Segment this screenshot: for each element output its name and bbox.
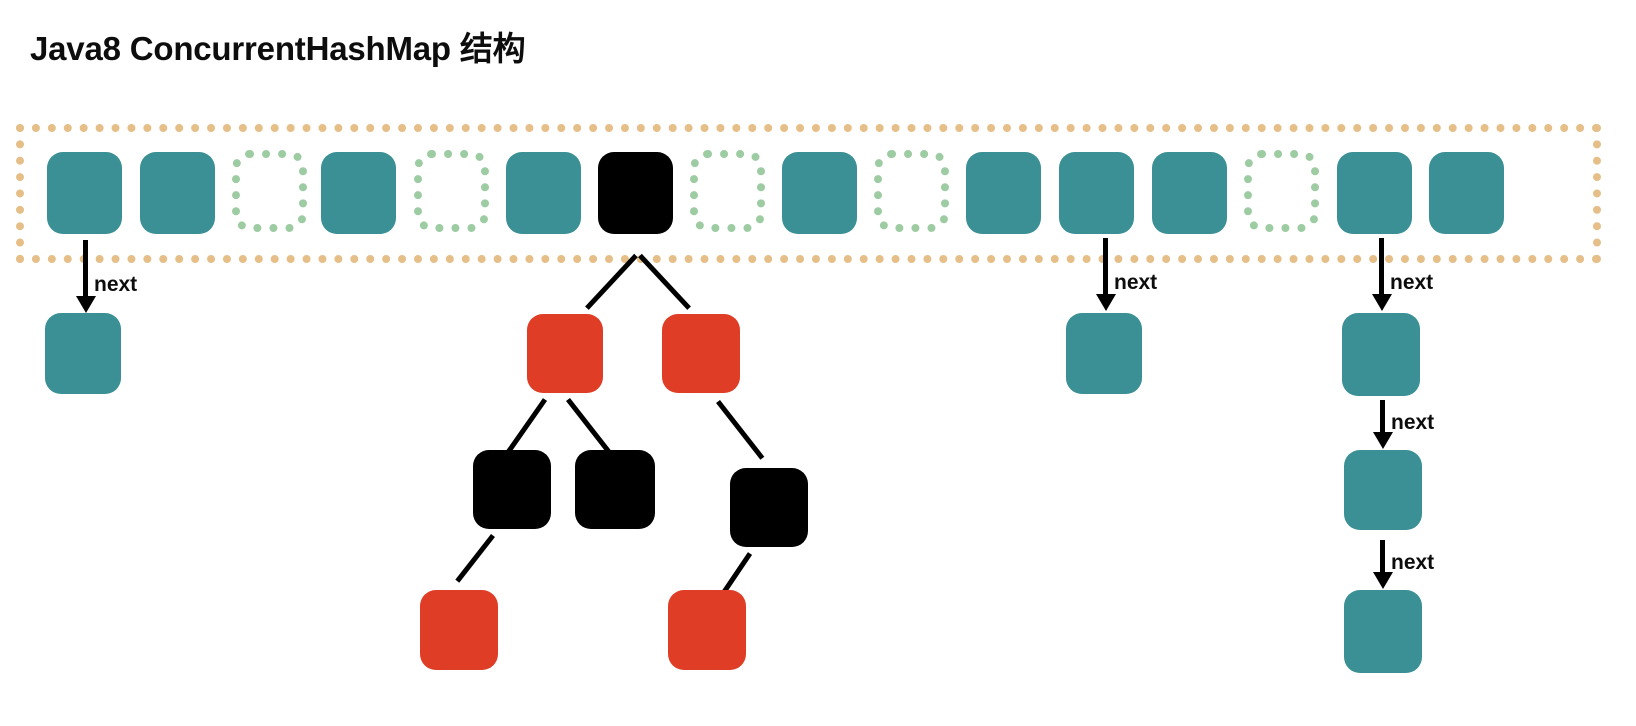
array-cell-5[interactable] [506,152,581,234]
tree-node-level2-middle[interactable] [575,450,655,529]
next-label-chain-14-a: next [1391,411,1435,434]
hash-table-array [16,124,1601,263]
chain-node-bucket-11-1[interactable] [1066,313,1142,394]
arrow-head-icon [1372,432,1393,449]
array-cell-3[interactable] [321,152,396,234]
tree-node-level2-right[interactable] [730,468,808,547]
tree-node-level3-right[interactable] [668,590,746,670]
next-label-bucket-0: next [94,273,138,296]
page-title: Java8 ConcurrentHashMap 结构 [30,30,526,67]
next-arrow-chain-14-a [1372,400,1393,449]
chain-node-bucket-14-3[interactable] [1344,590,1422,673]
array-cell-9[interactable] [874,150,949,232]
arrow-head-icon [1371,294,1392,311]
array-cell-10[interactable] [966,152,1041,234]
tree-edge-r-to-rr [716,399,765,460]
arrow-head-icon [75,296,96,313]
next-arrow-bucket-11 [1095,238,1116,311]
array-cell-6[interactable] [598,152,673,234]
next-label-chain-14-b: next [1391,551,1435,574]
array-cell-14[interactable] [1337,152,1412,234]
array-cell-0[interactable] [47,152,122,234]
next-arrow-bucket-14 [1371,238,1392,311]
tree-node-level1-left[interactable] [527,314,603,393]
array-cell-11[interactable] [1059,152,1134,234]
next-label-bucket-14: next [1390,271,1434,294]
array-cell-8[interactable] [782,152,857,234]
array-cell-7[interactable] [690,150,765,232]
array-cell-1[interactable] [140,152,215,234]
tree-edge-l-to-lr [566,397,612,455]
tree-node-level3-left[interactable] [420,590,498,670]
tree-edge-ll-to-lll [455,533,495,583]
tree-node-level1-right[interactable] [662,314,740,393]
tree-node-level2-left[interactable] [473,450,551,529]
next-label-bucket-11: next [1114,271,1158,294]
next-arrow-chain-14-b [1372,540,1393,589]
array-cell-13[interactable] [1244,150,1319,232]
arrow-head-icon [1095,294,1116,311]
array-cell-12[interactable] [1152,152,1227,234]
chain-node-bucket-14-2[interactable] [1344,450,1422,530]
arrow-head-icon [1372,572,1393,589]
next-arrow-bucket-0 [75,240,96,313]
array-cell-15[interactable] [1429,152,1504,234]
array-cell-2[interactable] [232,150,307,232]
array-cell-4[interactable] [414,150,489,232]
chain-node-bucket-14-1[interactable] [1342,313,1420,396]
chain-node-bucket-0-1[interactable] [45,313,121,394]
